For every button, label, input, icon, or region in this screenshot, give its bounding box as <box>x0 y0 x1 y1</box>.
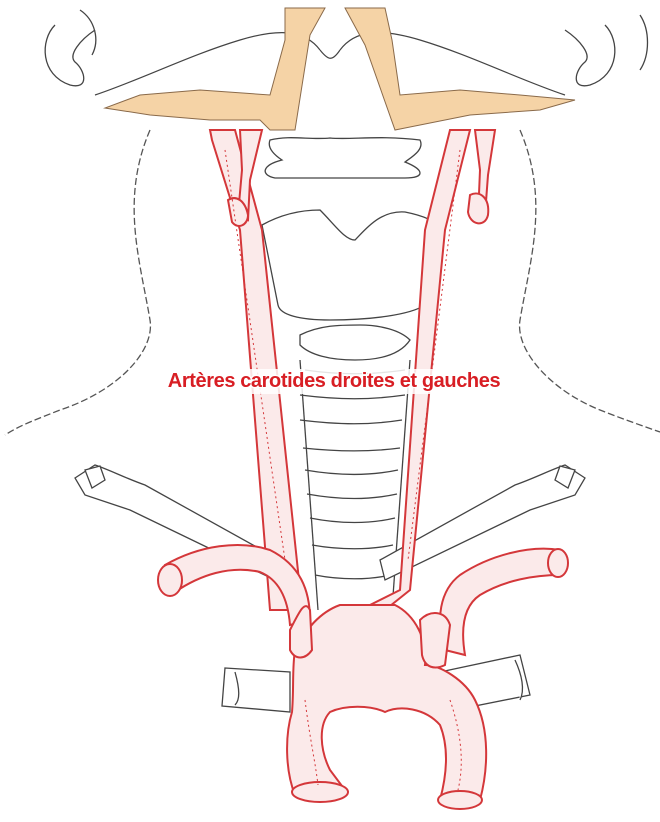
ear-outlines <box>45 10 647 86</box>
diagram-caption: Artères carotides droites et gauches <box>124 366 544 396</box>
mandible-outline <box>95 33 565 95</box>
neck-muscles <box>105 8 575 130</box>
caption-text: Artères carotides droites et gauches <box>165 369 503 394</box>
larynx-outline <box>262 138 440 360</box>
